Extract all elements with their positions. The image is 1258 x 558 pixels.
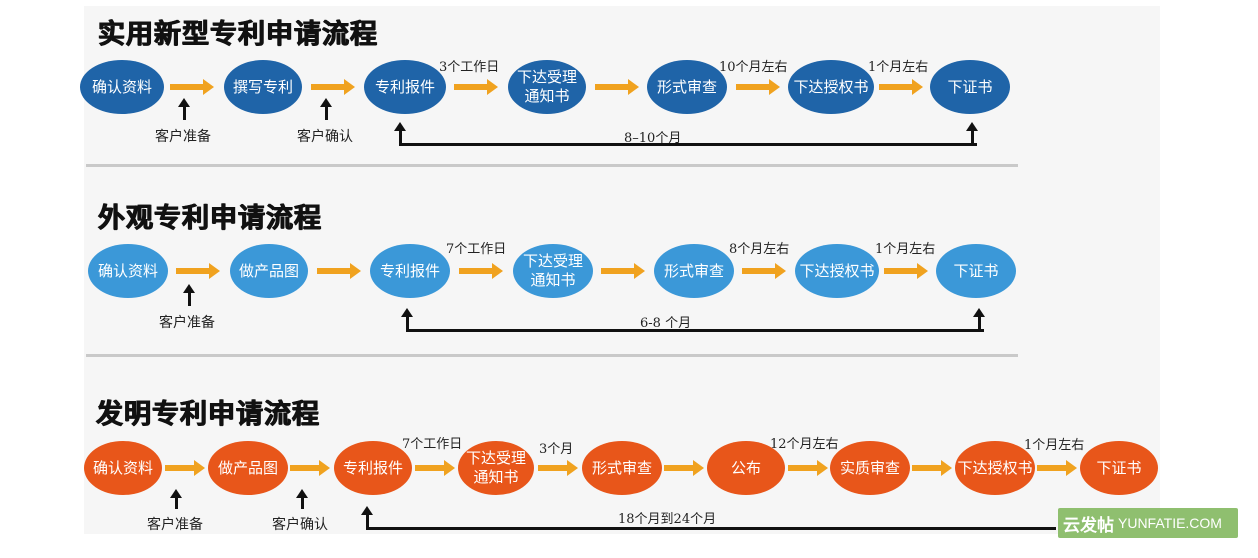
step-duration-label: 7个工作日 [446,242,507,257]
step-duration-label: 7个工作日 [402,437,463,452]
prep-label: 客户准备 [147,517,203,533]
invention-node-certificate: 下证书 [1080,441,1158,495]
flow-arrow [415,460,455,476]
utility-node-file-patent: 专利报件 [364,60,446,114]
flow-arrow [311,79,355,95]
prep-up-arrow [320,98,334,120]
watermark-logo: 云发帖 YUNFATIE.COM [1058,508,1238,538]
watermark-brand-cn: 云发帖 [1063,515,1114,536]
invention-node-acceptance-notice: 下达受理 通知书 [458,441,534,495]
invention-node-formal-review: 形式审查 [582,441,662,495]
design-node-acceptance-notice: 下达受理 通知书 [513,244,593,298]
duration-bracket [394,122,980,148]
flow-arrow [459,263,503,279]
step-duration-label: 10个月左右 [719,60,788,75]
duration-bracket [401,308,987,334]
step-duration-label: 3个月 [539,442,574,457]
section-divider [86,164,1018,167]
total-duration-label: 8–10个月 [624,131,682,146]
flow-arrow [884,263,928,279]
step-duration-label: 1个月左右 [868,60,929,75]
step-duration-label: 1个月左右 [875,242,936,257]
flow-arrow [165,460,205,476]
step-duration-label: 3个工作日 [439,60,500,75]
design-node-file-patent: 专利报件 [370,244,450,298]
design-node-product-drawings: 做产品图 [230,244,308,298]
prep-label: 客户准备 [159,315,215,331]
design-node-confirm-materials: 确认资料 [88,244,168,298]
flow-arrow [912,460,952,476]
design-node-certificate: 下证书 [936,244,1016,298]
design-node-grant-notice: 下达授权书 [795,244,879,298]
invention-node-file-patent: 专利报件 [334,441,412,495]
total-duration-label: 18个月到24个月 [618,512,717,527]
utility-node-write-patent: 撰写专利 [224,60,302,114]
flow-arrow [290,460,330,476]
invention-patent-title: 发明专利申请流程 [96,399,320,430]
watermark-brand-en: YUNFATIE.COM [1118,515,1222,531]
utility-node-acceptance-notice: 下达受理 通知书 [508,60,586,114]
utility-node-confirm-materials: 确认资料 [80,60,164,114]
utility-node-grant-notice: 下达授权书 [788,60,874,114]
flow-arrow [454,79,498,95]
flow-arrow [1037,460,1077,476]
flow-arrow [176,263,220,279]
flow-arrow [879,79,923,95]
utility-model-title: 实用新型专利申请流程 [98,19,378,50]
invention-node-substantive-review: 实质审查 [830,441,910,495]
invention-node-confirm-materials: 确认资料 [84,441,162,495]
prep-up-arrow [178,98,192,120]
section-divider [86,354,1018,357]
step-duration-label: 8个月左右 [729,242,790,257]
prep-up-arrow [170,489,184,509]
flow-arrow [317,263,361,279]
utility-node-formal-review: 形式审查 [647,60,727,114]
step-duration-label: 12个月左右 [770,437,839,452]
step-duration-label: 1个月左右 [1024,438,1085,453]
flow-arrow [601,263,645,279]
design-node-formal-review: 形式审查 [654,244,734,298]
total-duration-label: 6-8 个月 [640,316,692,331]
invention-node-grant-notice: 下达授权书 [955,441,1035,495]
flow-arrow [788,460,828,476]
prep-up-arrow [183,284,197,306]
utility-node-certificate: 下证书 [930,60,1010,114]
prep-label: 客户确认 [272,517,328,533]
flow-arrow [742,263,786,279]
prep-label: 客户准备 [155,129,211,145]
invention-node-publication: 公布 [707,441,785,495]
flow-arrow [664,460,704,476]
prep-up-arrow [296,489,310,509]
flow-arrow [170,79,214,95]
design-patent-title: 外观专利申请流程 [98,203,322,234]
flow-arrow [736,79,780,95]
flow-arrow [595,79,639,95]
flow-arrow [538,460,578,476]
duration-bracket [361,506,1131,532]
prep-label: 客户确认 [297,129,353,145]
invention-node-product-drawings: 做产品图 [208,441,288,495]
